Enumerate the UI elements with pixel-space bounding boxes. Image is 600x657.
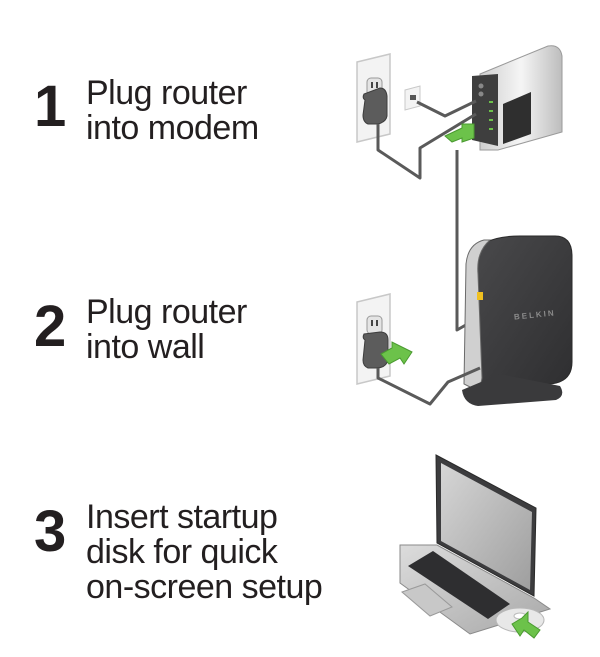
power-adapter-1 xyxy=(362,87,388,125)
step-3-line-3: on-screen setup xyxy=(86,568,323,606)
step-1-line-1: Plug router xyxy=(86,74,247,112)
step-3-number: 3 xyxy=(34,499,67,564)
step-1-line-2: into modem xyxy=(86,109,259,147)
step-2-number: 2 xyxy=(34,294,67,359)
step-1-number: 1 xyxy=(34,74,67,139)
step-2-line-2: into wall xyxy=(86,328,205,366)
green-arrow-disc xyxy=(511,610,541,639)
step-3-line-2: disk for quick xyxy=(86,533,278,571)
green-arrow-modem xyxy=(444,123,475,143)
step-3-line-1: Insert startup xyxy=(86,498,278,536)
phone-jack xyxy=(404,85,421,111)
cables-step-2 xyxy=(376,366,481,406)
step-2-line-1: Plug router xyxy=(86,293,247,331)
modem xyxy=(472,45,563,151)
green-arrow-outlet xyxy=(380,341,413,365)
router: BELKIN xyxy=(462,235,573,406)
power-adapter-2 xyxy=(362,331,389,369)
router-brand-label: BELKIN xyxy=(514,308,556,321)
laptop xyxy=(399,454,552,635)
